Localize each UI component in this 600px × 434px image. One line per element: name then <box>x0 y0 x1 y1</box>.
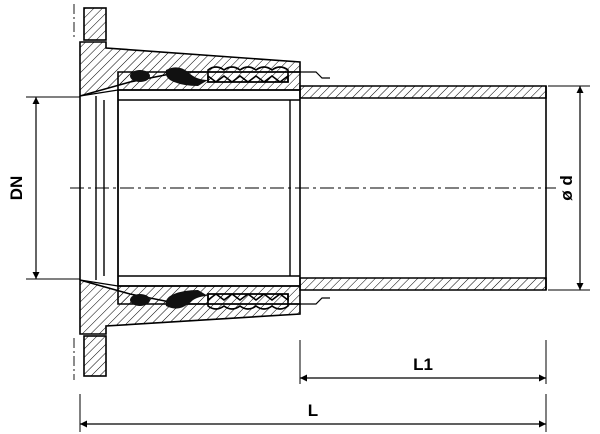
label-l: L <box>308 401 318 420</box>
dimension-l1: L1 <box>299 340 547 384</box>
seal-rings <box>130 67 208 309</box>
pipe <box>299 71 547 305</box>
label-od: ø d <box>557 175 576 201</box>
label-l1: L1 <box>413 355 433 374</box>
dimension-l: L <box>79 394 547 432</box>
label-dn: DN <box>7 176 26 201</box>
dimension-od: ø d <box>548 85 590 291</box>
dimension-dn: DN <box>7 96 80 280</box>
